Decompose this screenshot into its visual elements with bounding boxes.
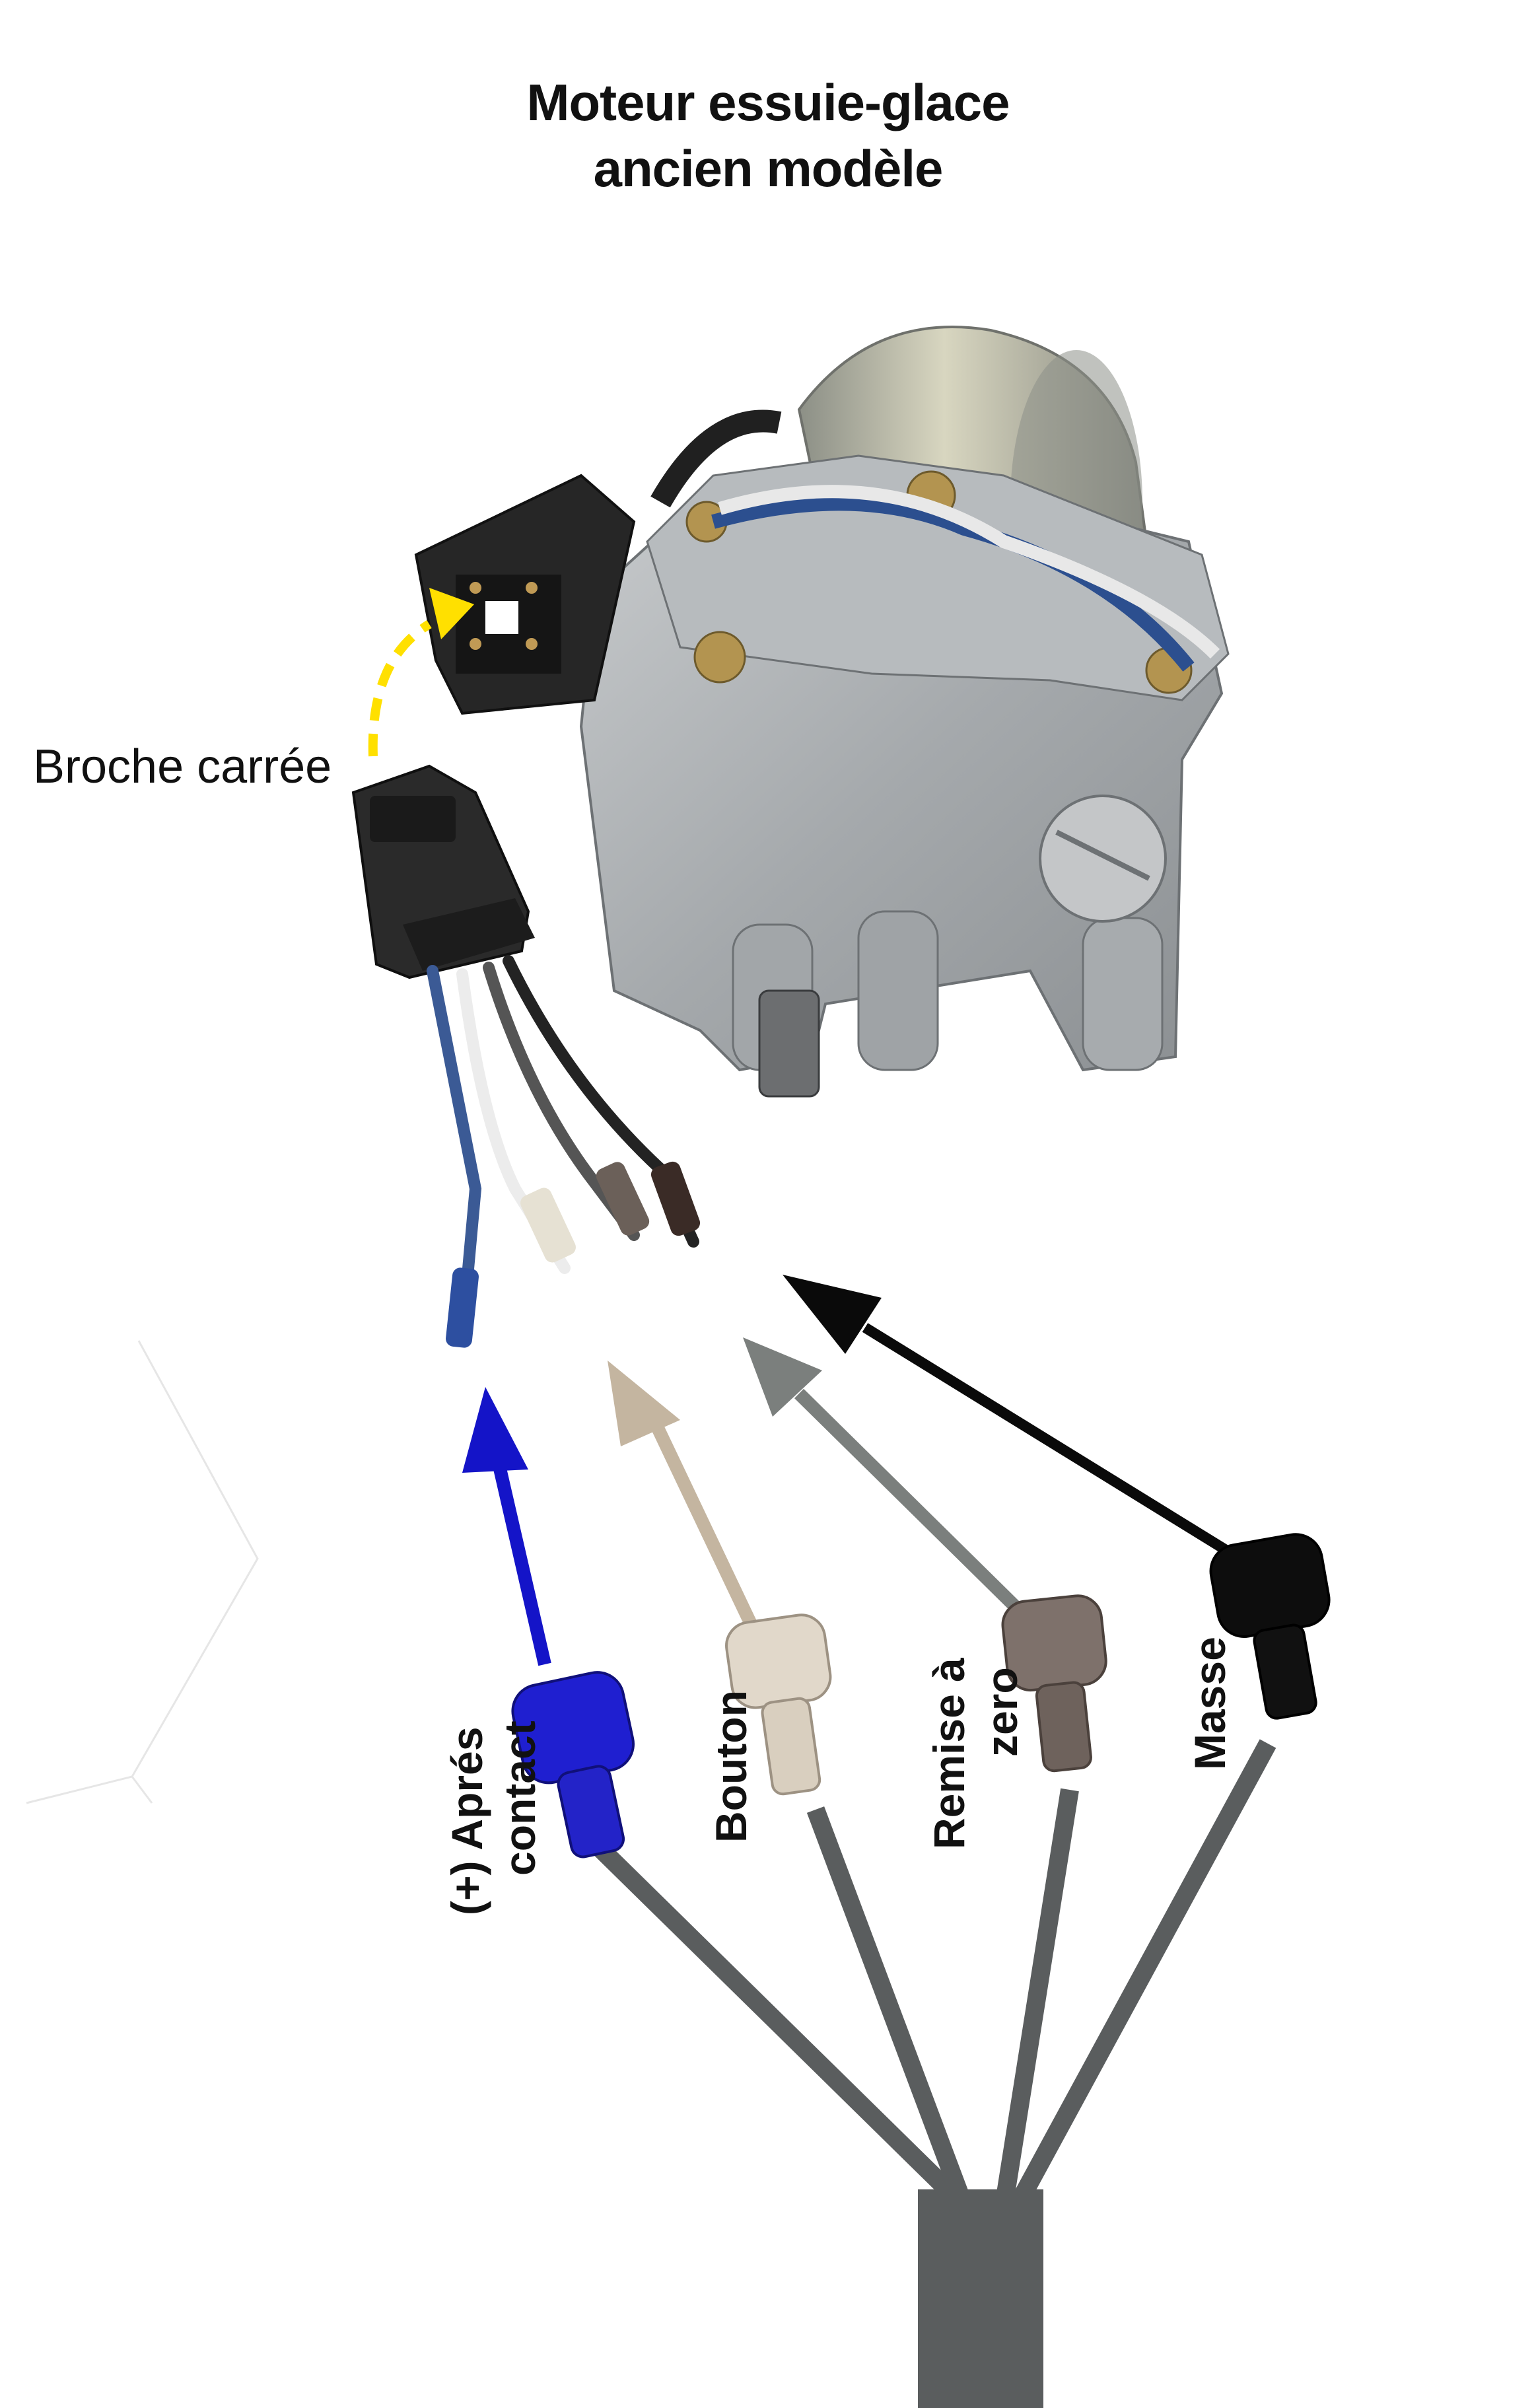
yellow-pointer-arrow bbox=[368, 588, 474, 757]
wiper-motor bbox=[414, 326, 1230, 1098]
connector-wires bbox=[427, 955, 699, 1340]
arrow-remise bbox=[743, 1337, 1026, 1617]
label-remise-line1: Remise à bbox=[925, 1658, 973, 1849]
label-bouton: Bouton bbox=[707, 1690, 755, 1843]
harness-cables bbox=[588, 1739, 1276, 2213]
title-line-2: ancien modèle bbox=[593, 139, 944, 197]
title-line-1: Moteur essuie-glace bbox=[526, 73, 1010, 131]
square-pin-connector bbox=[351, 764, 535, 979]
arrow-masse bbox=[783, 1275, 1265, 1576]
arrow-bouton bbox=[608, 1361, 759, 1631]
connector-label: Broche carrée bbox=[33, 740, 332, 793]
label-masse: Masse bbox=[1185, 1637, 1234, 1770]
harness-sheath bbox=[918, 2189, 1043, 2408]
terminal-cap-bouton bbox=[725, 1613, 832, 1796]
label-remise-line2: zero bbox=[977, 1667, 1026, 1757]
label-apres-contact-line1: (+) Aprés bbox=[442, 1727, 491, 1915]
terminal-cap-apres-contact bbox=[511, 1671, 635, 1859]
arrow-apres-contact bbox=[462, 1387, 551, 1666]
terminal-cap-remise bbox=[1001, 1594, 1107, 1773]
connector-terminals bbox=[446, 1161, 701, 1348]
terminal-cap-masse bbox=[1209, 1533, 1331, 1720]
label-apres-contact-line2: contact bbox=[495, 1720, 544, 1876]
faint-outline bbox=[26, 1340, 259, 1804]
